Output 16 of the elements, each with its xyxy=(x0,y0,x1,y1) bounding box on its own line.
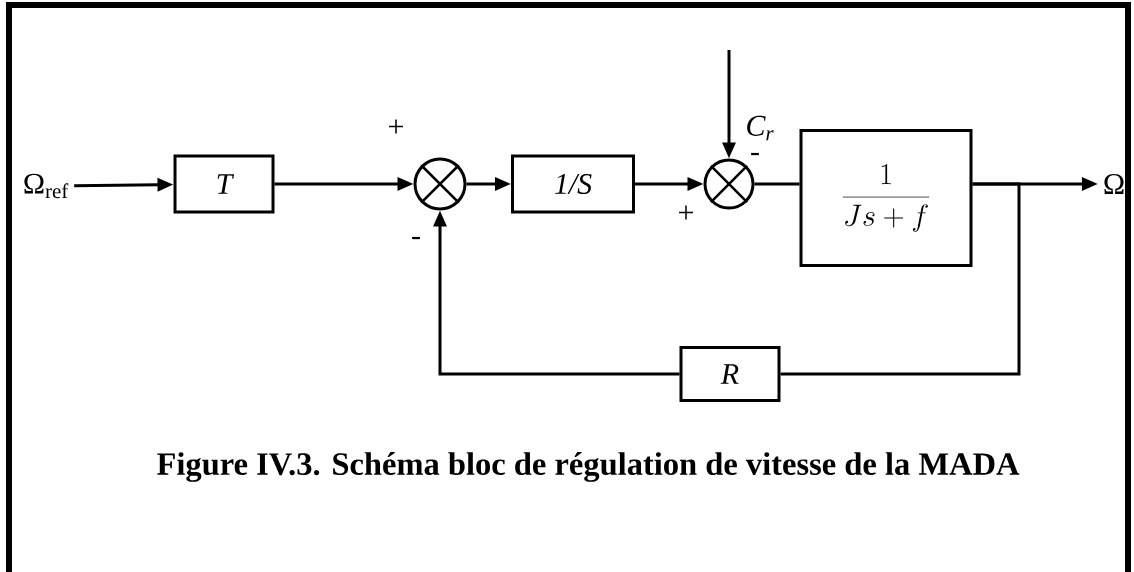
figure-caption: Figure IV.3. Schéma bloc de régulation de vitesse de la MADA xyxy=(157,452,1020,482)
transfer-function-block: T xyxy=(173,154,275,214)
transfer-function-block: $\frac{1}{Js + f}$ xyxy=(799,129,973,267)
summing-junction xyxy=(413,157,467,211)
signal-label: C$_{r}$ xyxy=(747,115,774,141)
sign-label: + xyxy=(389,119,403,134)
transfer-function-block: R xyxy=(679,346,781,402)
connector-line xyxy=(754,182,800,186)
sign-label: - xyxy=(412,236,420,240)
sign-label: + xyxy=(679,205,693,220)
connector-line xyxy=(780,182,1021,376)
signal-label: Ω xyxy=(1104,174,1124,194)
summing-junction xyxy=(703,158,755,210)
sign-label: - xyxy=(751,152,759,156)
transfer-function-block: 1/S xyxy=(511,154,635,214)
signal-label: Ω$_{ref}$ xyxy=(24,173,69,199)
